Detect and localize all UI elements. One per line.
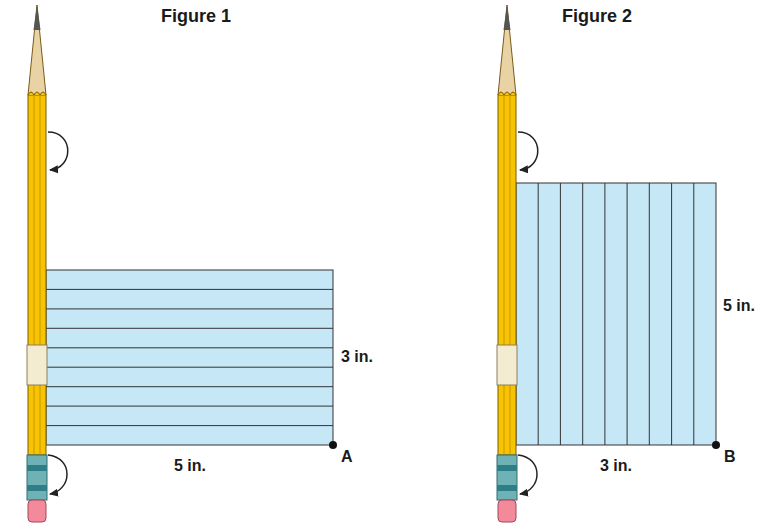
card-rectangle [516, 183, 720, 449]
point-label: A [341, 447, 353, 466]
dimension-label: 5 in. [174, 456, 206, 475]
point-label: B [724, 447, 736, 466]
pencil [497, 5, 538, 522]
dimension-label: 3 in. [600, 456, 632, 475]
figure-heading: Figure 2 [562, 6, 632, 28]
dimension-label: 5 in. [723, 296, 755, 315]
pencil [27, 5, 68, 522]
dimension-label: 3 in. [341, 347, 373, 366]
card-rectangle [46, 270, 337, 449]
figure-heading: Figure 1 [161, 6, 231, 28]
